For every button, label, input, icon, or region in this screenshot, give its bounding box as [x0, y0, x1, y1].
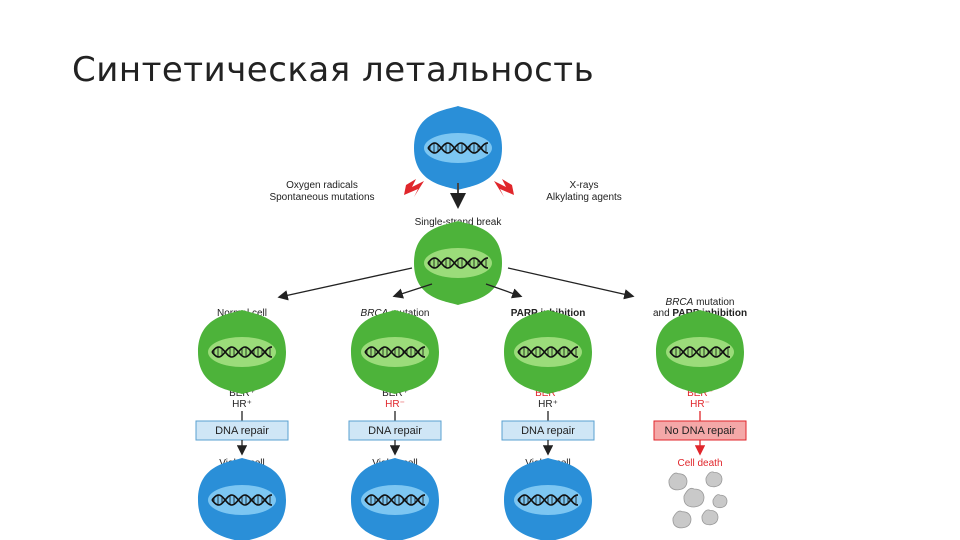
repair-box-label: DNA repair	[215, 425, 269, 437]
cell-fragment	[683, 487, 705, 508]
outcome-label: Cell death	[677, 458, 722, 469]
viable-cell	[351, 458, 439, 540]
damaged-cell	[414, 221, 502, 305]
cell-fragment	[712, 494, 728, 509]
cell-fragment	[672, 510, 692, 529]
scenario-cell	[504, 310, 592, 394]
viable-cell	[504, 458, 592, 540]
cell-fragment	[705, 471, 723, 488]
scenario-cell	[656, 310, 744, 394]
right-cause-label: X-rays	[570, 180, 599, 191]
hr-status: HR⁻	[385, 399, 405, 410]
scenario-heading: BRCA mutation	[666, 297, 735, 308]
branch-arrow	[507, 267, 635, 300]
hr-status: HR⁺	[538, 399, 558, 410]
viable-cell	[198, 458, 286, 540]
repair-box-label: No DNA repair	[665, 425, 736, 437]
repair-box-label: DNA repair	[368, 425, 422, 437]
slide-title: Синтетическая летальность	[72, 50, 595, 90]
hr-status: HR⁻	[690, 399, 710, 410]
branch-arrow	[277, 267, 413, 301]
scenario-cell	[351, 310, 439, 394]
scenario-cell	[198, 310, 286, 394]
left-cause-label: Oxygen radicals	[286, 180, 358, 191]
repair-box-label: DNA repair	[521, 425, 575, 437]
cell-fragment	[701, 509, 719, 526]
branch-arrow	[485, 283, 523, 299]
lightning-bolt-icon	[494, 179, 514, 197]
left-cause-label: Spontaneous mutations	[269, 192, 374, 203]
cell-fragment	[668, 472, 688, 491]
right-cause-label: Alkylating agents	[546, 192, 622, 203]
top-normal-cell	[414, 106, 502, 190]
lightning-bolt-icon	[404, 179, 424, 197]
branch-arrow	[392, 283, 433, 299]
scenario-heading: BRCA mutation	[361, 308, 430, 319]
hr-status: HR⁺	[232, 399, 252, 410]
